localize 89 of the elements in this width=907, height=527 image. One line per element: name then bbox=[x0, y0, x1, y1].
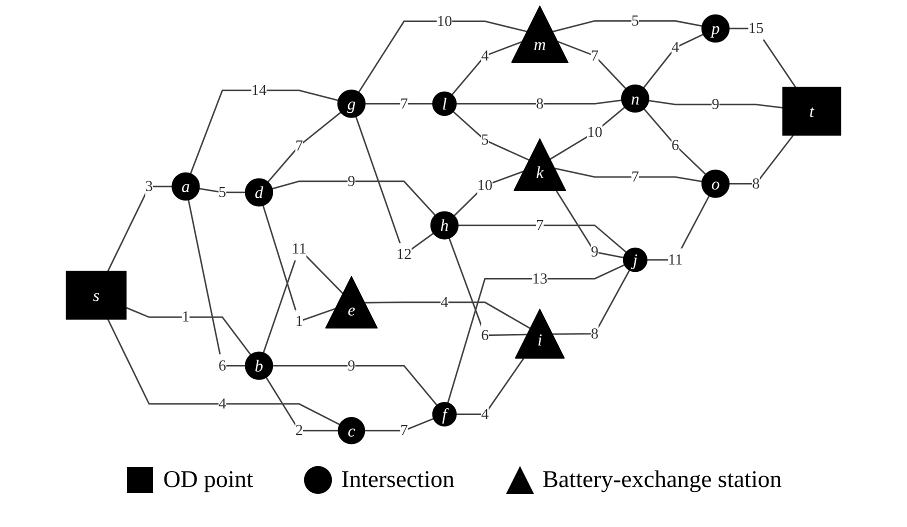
edge-label: 5 bbox=[481, 132, 489, 149]
edge-label: 10 bbox=[587, 124, 602, 141]
edge-label: 7 bbox=[295, 137, 303, 154]
edge-label: 11 bbox=[668, 251, 683, 268]
edge-label: 7 bbox=[536, 216, 544, 234]
legend-label: Battery-exchange station bbox=[542, 466, 782, 494]
edge-label: 11 bbox=[292, 240, 306, 258]
connector bbox=[126, 306, 252, 356]
node-circle: j bbox=[622, 248, 648, 272]
connector bbox=[554, 168, 702, 182]
edge-label: 14 bbox=[251, 82, 267, 99]
connector bbox=[107, 318, 340, 426]
edge-label: 1 bbox=[295, 312, 303, 330]
edge-label: 10 bbox=[477, 177, 493, 194]
connector bbox=[644, 108, 706, 175]
legend-label: OD point bbox=[163, 466, 254, 494]
node-circle: c bbox=[338, 416, 366, 444]
node-box: s bbox=[66, 270, 127, 320]
edge-label: 13 bbox=[532, 270, 548, 288]
node-circle: b bbox=[244, 352, 274, 380]
connector bbox=[456, 358, 524, 415]
connector bbox=[447, 264, 625, 404]
edge-label: 8 bbox=[590, 325, 599, 342]
connector bbox=[267, 112, 342, 182]
edge-label: 7 bbox=[590, 47, 599, 64]
connector bbox=[452, 111, 530, 162]
connector bbox=[365, 102, 433, 104]
edge-label: 5 bbox=[218, 184, 226, 201]
edge-label: 4 bbox=[218, 396, 226, 412]
node-circle: h bbox=[430, 211, 459, 240]
edge-label: 9 bbox=[712, 96, 720, 113]
node-circle: a bbox=[172, 172, 200, 201]
edge-label: 7 bbox=[631, 168, 639, 186]
connector bbox=[729, 28, 796, 88]
node-circle: f bbox=[432, 402, 457, 426]
edge-label: 9 bbox=[348, 172, 356, 190]
edge-label: 15 bbox=[748, 20, 764, 37]
connector bbox=[456, 100, 622, 104]
node-circle: o bbox=[701, 170, 730, 198]
connector bbox=[556, 190, 624, 258]
connector bbox=[358, 20, 528, 93]
connector bbox=[647, 196, 710, 261]
edge-label: 4 bbox=[440, 294, 448, 311]
connector bbox=[266, 377, 338, 432]
edge-label: 9 bbox=[590, 244, 599, 260]
node-circle: d bbox=[244, 178, 274, 206]
node-circle: g bbox=[337, 90, 366, 118]
legend-label: Intersection bbox=[341, 466, 455, 494]
edge-label: 2 bbox=[295, 422, 303, 440]
connector bbox=[272, 365, 438, 406]
edge-label: 9 bbox=[348, 357, 356, 374]
edge-label: 7 bbox=[400, 95, 408, 112]
edge-label: 6 bbox=[481, 326, 489, 344]
connector bbox=[262, 205, 336, 322]
connector bbox=[364, 302, 532, 330]
connector bbox=[729, 134, 794, 185]
node-circle: p bbox=[701, 14, 730, 43]
connector bbox=[550, 106, 626, 160]
connector bbox=[552, 20, 702, 32]
edge-label: 5 bbox=[631, 12, 639, 30]
connector bbox=[452, 40, 523, 96]
edge-label: 4 bbox=[481, 47, 489, 64]
connector bbox=[272, 180, 436, 216]
connector bbox=[454, 170, 524, 216]
connector bbox=[190, 90, 338, 174]
node-circle: n bbox=[621, 84, 650, 113]
connector bbox=[364, 418, 434, 432]
edge-label: 10 bbox=[436, 12, 452, 30]
connector bbox=[199, 188, 246, 194]
edge-label: 4 bbox=[481, 406, 489, 423]
connector bbox=[448, 238, 528, 336]
edge-label: 7 bbox=[400, 422, 408, 440]
connector bbox=[107, 186, 172, 272]
connector bbox=[188, 200, 246, 367]
edge-label: 6 bbox=[672, 136, 680, 154]
edge-label: 12 bbox=[396, 246, 412, 264]
connector bbox=[458, 224, 627, 253]
edge-label: 8 bbox=[752, 175, 760, 192]
edge-label: 4 bbox=[672, 39, 680, 56]
node-circle: l bbox=[432, 91, 457, 116]
connector bbox=[552, 270, 630, 335]
connector bbox=[557, 40, 626, 90]
edge-label: 6 bbox=[218, 357, 226, 374]
edge-label: 8 bbox=[536, 95, 544, 112]
connector bbox=[643, 34, 704, 88]
connector bbox=[648, 100, 783, 108]
edge-label: 1 bbox=[182, 308, 190, 326]
node-box: t bbox=[782, 86, 842, 136]
edge-label: 3 bbox=[145, 178, 153, 195]
